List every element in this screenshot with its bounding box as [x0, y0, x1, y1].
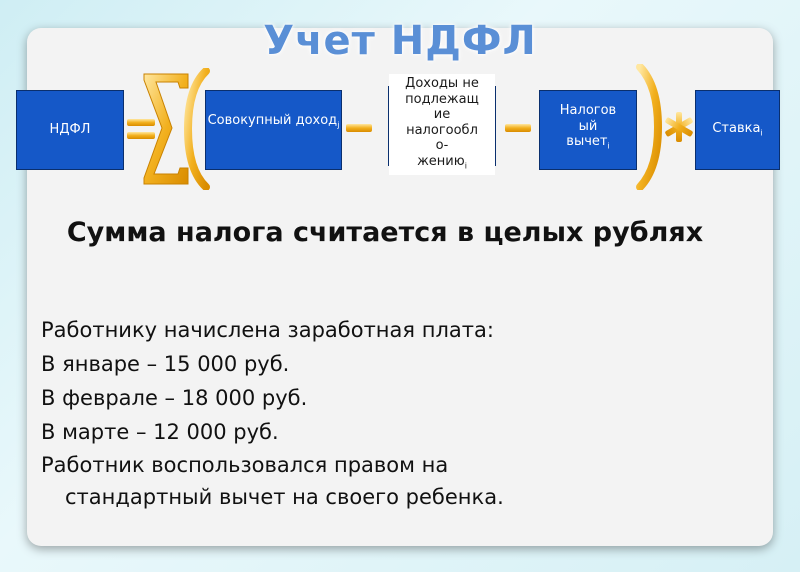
minus-icon	[346, 124, 372, 132]
income-box-sub: j	[337, 120, 340, 130]
exempt-line-6: жению	[417, 153, 465, 169]
rounding-heading: Сумма налога считается в целых рублях	[66, 217, 704, 248]
income-box: Совокупный доходj	[205, 90, 342, 170]
deduction-line-1: Налогов	[559, 103, 617, 118]
close-bracket-icon	[636, 64, 662, 190]
slide-title: Учет НДФЛ	[263, 18, 537, 64]
rate-sub: i	[760, 129, 763, 138]
exempt-sub: i	[464, 161, 467, 171]
sigma-icon	[143, 73, 189, 185]
tax-box: НДФЛ	[16, 90, 124, 170]
body-line: В феврале – 18 000 руб.	[41, 386, 308, 410]
body-line: Работнику начислена заработная плата:	[41, 318, 494, 342]
deduction-label: Налогов ый вычетi	[560, 103, 616, 151]
rate-box: Ставкаi	[695, 90, 780, 170]
body-line: В январе – 15 000 руб.	[41, 352, 290, 376]
body-line: стандартный вычет на своего ребенка.	[65, 485, 504, 509]
equals-icon	[127, 119, 155, 139]
rate-text: Ставка	[712, 121, 761, 137]
body-line: В марте – 12 000 руб.	[41, 420, 279, 444]
open-bracket-icon	[184, 68, 210, 190]
tax-deduction-box: Налогов ый вычетi	[539, 90, 637, 170]
body-line: Работник воспользовался правом на	[41, 453, 449, 477]
deduction-line-2: ый	[578, 118, 598, 134]
deduction-line-3: вычет	[566, 134, 608, 150]
income-box-label: Совокупный доходj	[208, 113, 340, 130]
exempt-line-1: Доходы не	[405, 76, 479, 91]
tax-box-label: НДФЛ	[49, 122, 91, 138]
income-box-text: Совокупный доход	[207, 113, 338, 128]
deduction-sub: i	[607, 141, 610, 151]
minus-icon	[505, 124, 531, 132]
rate-label: Ставкаi	[712, 121, 762, 138]
task-text: Работнику начислена заработная плата: В …	[41, 313, 761, 513]
exempt-line-3: ие	[433, 107, 451, 123]
exempt-income-label: Доходы не подлежащ ие налогообл о- жению…	[389, 74, 495, 176]
multiply-icon	[665, 112, 693, 142]
exempt-income-box: Доходы не подлежащ ие налогообл о- жению…	[388, 74, 496, 176]
exempt-line-5: о-	[435, 138, 449, 154]
exempt-line-4: налогообл	[406, 122, 478, 138]
exempt-line-2: подлежащ	[405, 91, 479, 107]
